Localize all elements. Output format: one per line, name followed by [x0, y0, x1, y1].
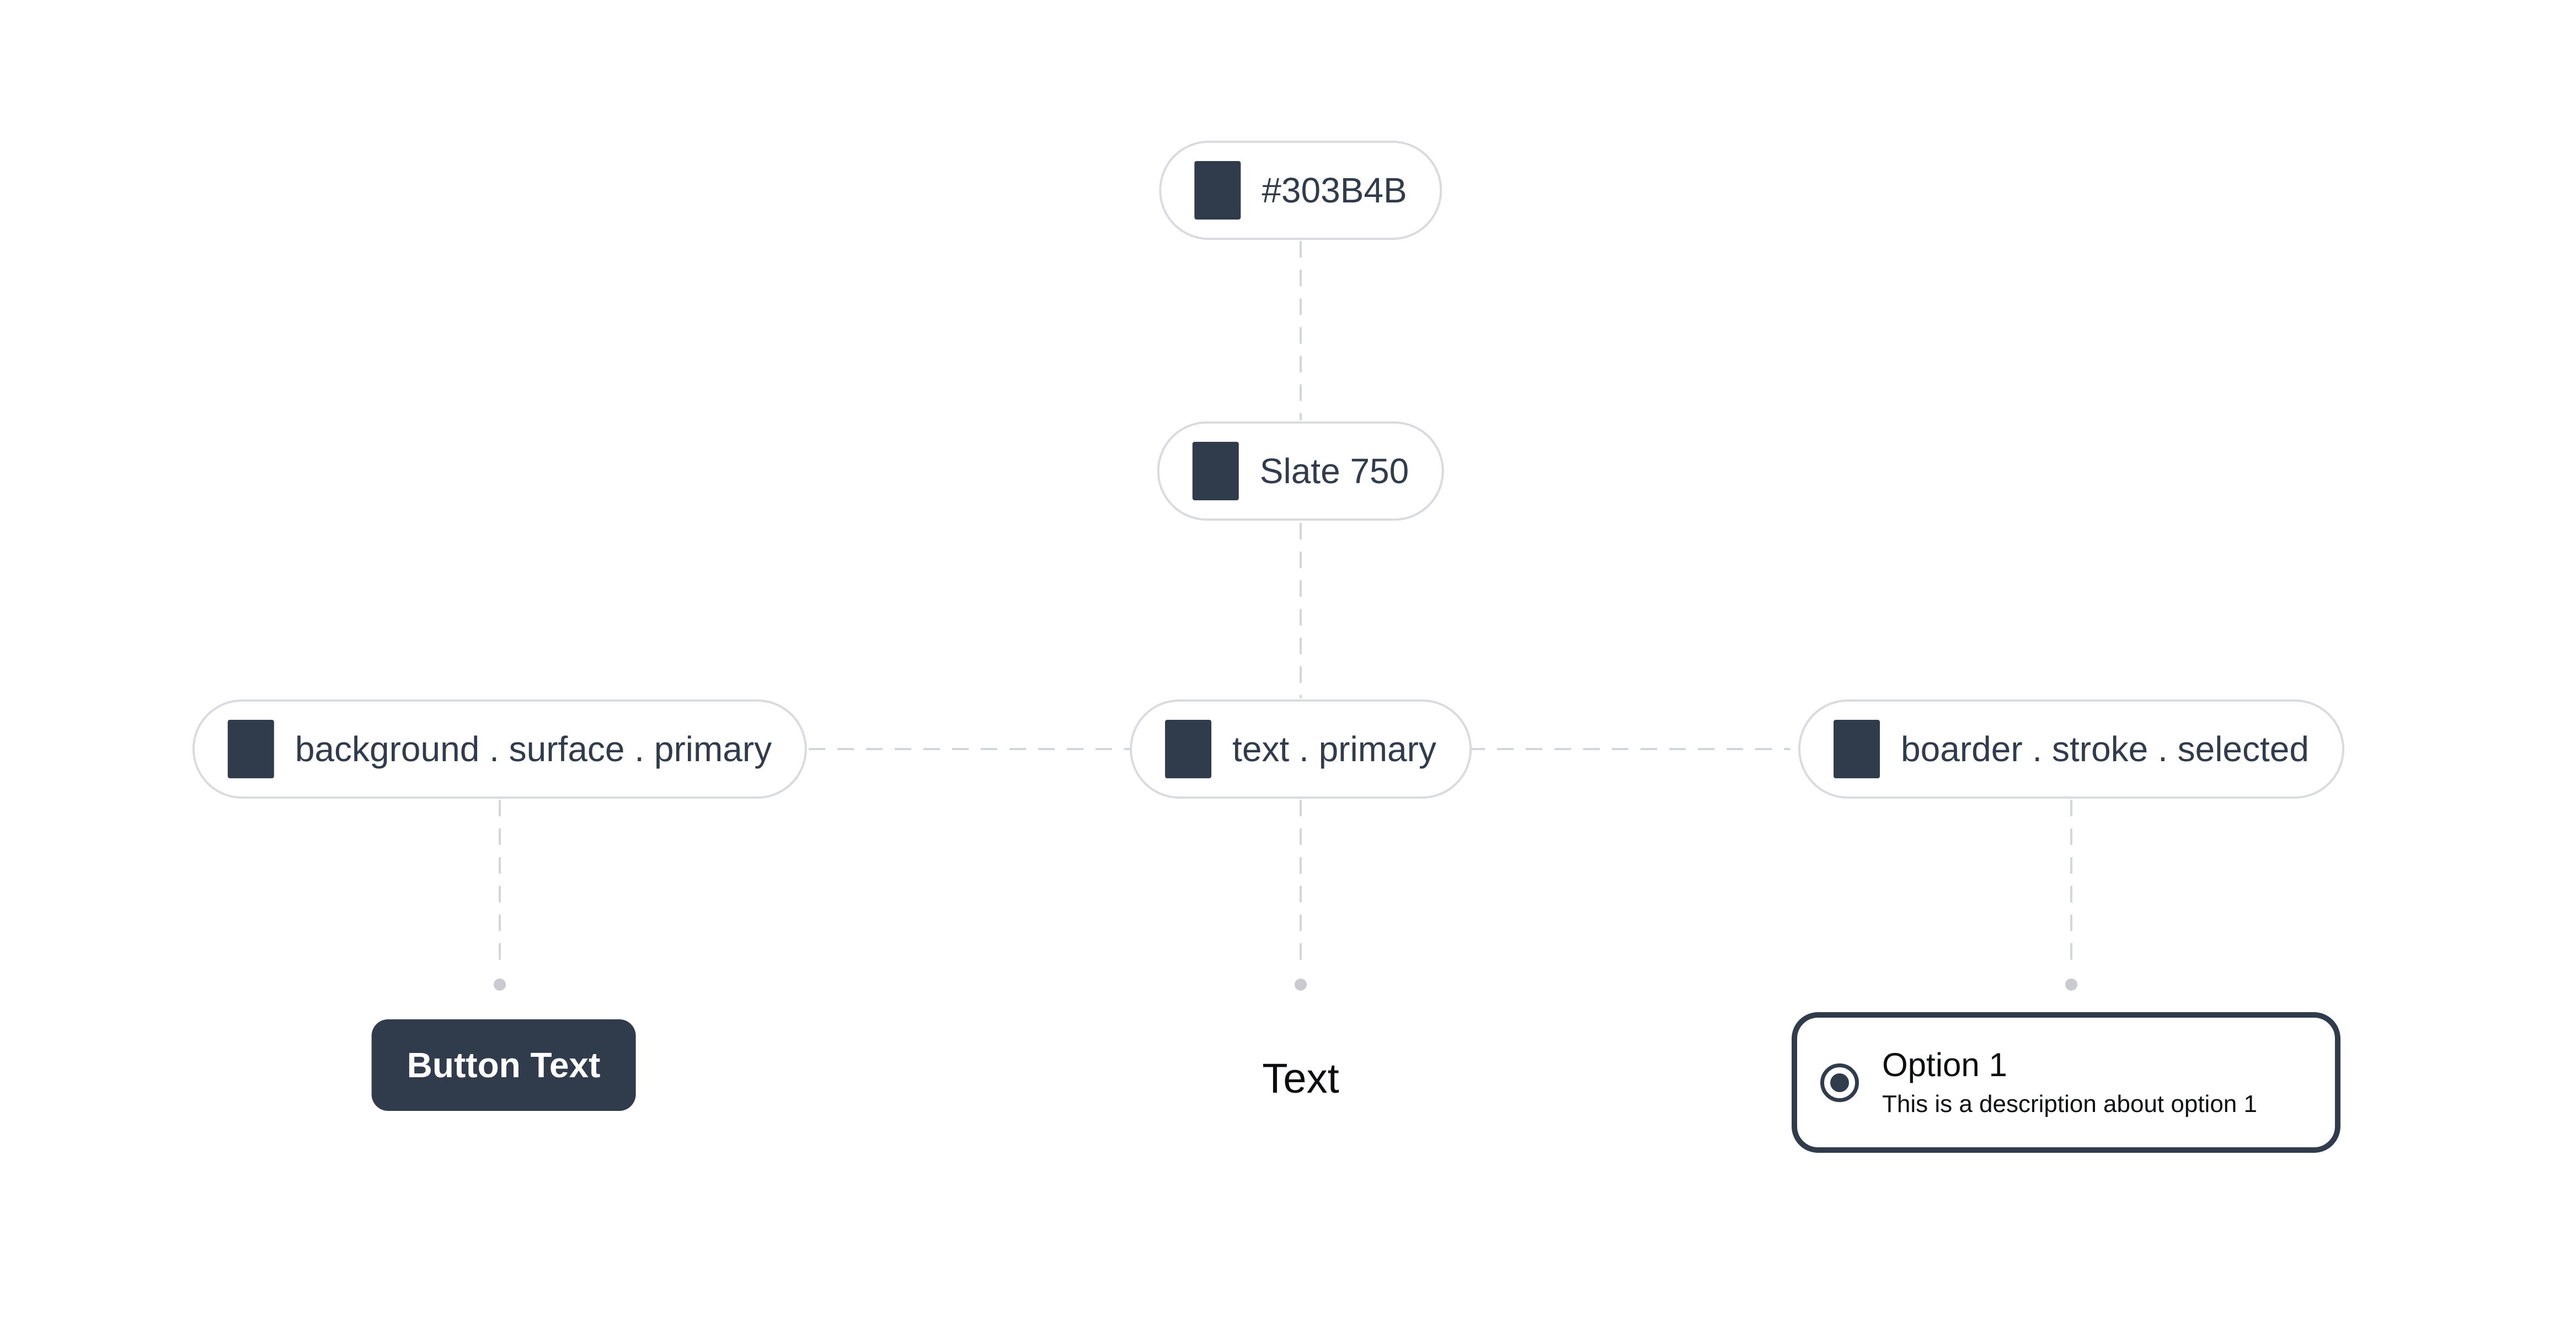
color-swatch [1834, 720, 1880, 778]
alias-token-label: Slate 750 [1259, 451, 1409, 491]
color-swatch [1165, 720, 1212, 778]
text-token-label: text . primary [1232, 729, 1436, 769]
color-swatch [1194, 161, 1241, 220]
hex-value-pill: #303B4B [1159, 141, 1442, 240]
connector-end-dot [2065, 979, 2077, 991]
radio-selected-dot [1830, 1073, 1849, 1092]
connector-end-dot [494, 979, 506, 991]
radio-input[interactable] [1820, 1063, 1859, 1102]
color-swatch [227, 720, 274, 778]
sample-button[interactable]: Button Text [371, 1019, 636, 1111]
color-swatch [1192, 442, 1239, 500]
background-token-label: background . surface . primary [295, 729, 772, 769]
sample-text: Text [1262, 1055, 1339, 1102]
alias-token-pill: Slate 750 [1157, 421, 1445, 521]
radio-option-texts: Option 1 This is a description about opt… [1882, 1047, 2257, 1118]
border-token-label: boarder . stroke . selected [1901, 729, 2309, 769]
sample-radio-card[interactable]: Option 1 This is a description about opt… [1792, 1012, 2340, 1153]
hex-value-label: #303B4B [1262, 170, 1407, 210]
background-token-pill: background . surface . primary [192, 699, 808, 799]
text-token-pill: text . primary [1130, 699, 1472, 799]
border-token-pill: boarder . stroke . selected [1798, 699, 2344, 799]
radio-option-description: This is a description about option 1 [1882, 1090, 2257, 1118]
connector-end-dot [1295, 979, 1307, 991]
radio-option-title: Option 1 [1882, 1046, 2007, 1083]
